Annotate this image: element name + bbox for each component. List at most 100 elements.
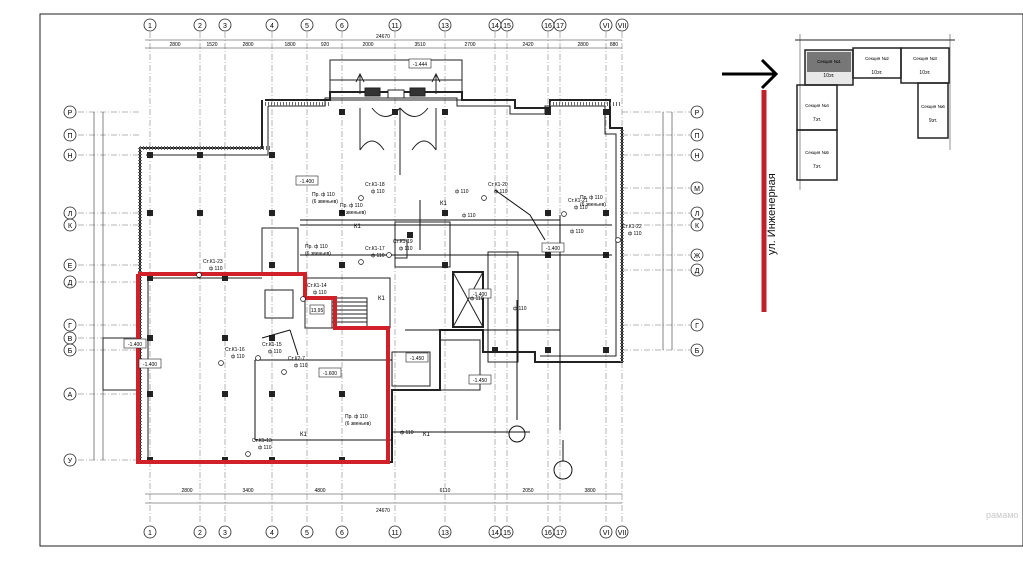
pipe-diameter: ф 110 [455,189,469,195]
level-mark: -1.400 [300,179,314,185]
pipe-diameter: ф 110 [400,430,414,436]
column [545,347,551,353]
axis-label: Н [694,153,699,160]
axis-bubble [599,18,613,32]
column [442,262,448,268]
annotations: -1.400-1.444-1.400-1.400-1.600-1.400-1.4… [123,58,642,457]
axis-label: 15 [503,530,511,537]
axis-label: 3 [223,530,227,537]
axis-label: К [695,223,700,230]
riser-symbol [358,259,364,265]
axis-label: 1 [148,530,152,537]
riser-symbol [386,252,392,258]
dimension-value: 920 [321,42,330,48]
column [147,152,153,158]
axis-bubble [63,218,77,232]
axis-label: VI [603,530,610,537]
riser-tag: Ст.К1-22 [622,224,642,230]
street-label: ул. Инженерная [766,173,778,255]
axis-bubble [690,148,704,162]
axis-bubble [143,525,157,539]
pr-sub: (6 звеньев) [305,251,331,257]
column [197,152,203,158]
level-box [405,352,429,363]
column [339,210,345,216]
pipe-diameter: ф 110 [470,296,484,302]
dimension-total: 24670 [376,508,390,514]
axis-bubble [690,128,704,142]
column [339,391,345,397]
axis-label: VI [603,23,610,30]
axis-label: Р [68,110,73,117]
section-name: Секция №1 [817,59,841,64]
riser-diameter: ф 110 [268,349,282,355]
axis-label: Л [695,211,700,218]
level-box [541,242,565,253]
axis-bubble [193,18,207,32]
axis-label: Н [67,153,72,160]
riser-symbol [358,195,364,201]
axis-bubble [63,128,77,142]
level-box [468,374,492,385]
level-mark: -1.450 [410,356,424,362]
column [269,335,275,341]
riser-tag: Ст.К1-19 [393,239,413,245]
axis-grid: 112233445566111113131414151516161717VIVI… [63,18,704,539]
pr-label: Пр. ф 110 [345,414,368,420]
pipe-code: К1 [354,224,361,230]
axis-bubble [300,525,314,539]
riser-diameter: ф 110 [313,290,327,296]
column [442,109,448,115]
column [269,152,275,158]
section-floors: 7эт. [813,117,821,123]
axis-bubble [300,18,314,32]
level-box [318,367,342,378]
section-floors: 7эт. [813,164,821,170]
axis-bubble [218,18,232,32]
column [222,335,228,341]
stair-mark: 13,95 [311,308,324,314]
section-floors: 10эт. [823,73,834,79]
axis-bubble [690,105,704,119]
axis-bubble [438,525,452,539]
column [603,347,609,353]
axis-bubble [438,18,452,32]
pipe-diameter: ф 110 [462,213,476,219]
axis-bubble [690,263,704,277]
dimension-value: 6110 [440,488,451,494]
axis-label: Ж [694,253,701,260]
entrance-ramp [329,59,463,175]
column [222,275,228,281]
column [269,391,275,397]
axis-label: П [694,133,699,140]
column [545,109,551,115]
pr-label: Пр. ф 110 [305,244,328,250]
column [269,210,275,216]
dimension-value: 2800 [169,42,180,48]
axis-bubble [193,525,207,539]
axis-bubble [63,275,77,289]
axis-label: Б [68,348,73,355]
riser-symbol [255,355,261,361]
dimension-value: 2800 [577,42,588,48]
axis-bubble [63,105,77,119]
pipe-code: К1 [440,201,447,207]
stair-box [309,304,325,315]
column [603,109,609,115]
riser-diameter: ф 110 [294,363,308,369]
dimension-total: 24670 [376,34,390,40]
riser-tag: Ст.К1-13 [252,438,272,444]
level-box [468,288,492,299]
riser-symbol [615,237,621,243]
axis-bubble [265,18,279,32]
pr-sub: (6 звеньев) [345,421,371,427]
axis-bubble [690,218,704,232]
axis-label: 4 [270,530,274,537]
column [603,210,609,216]
axis-bubble [615,525,629,539]
dimension-value: 2700 [464,42,475,48]
axis-label: 16 [544,23,552,30]
riser-diameter: ф 110 [628,231,642,237]
axis-bubble [63,148,77,162]
